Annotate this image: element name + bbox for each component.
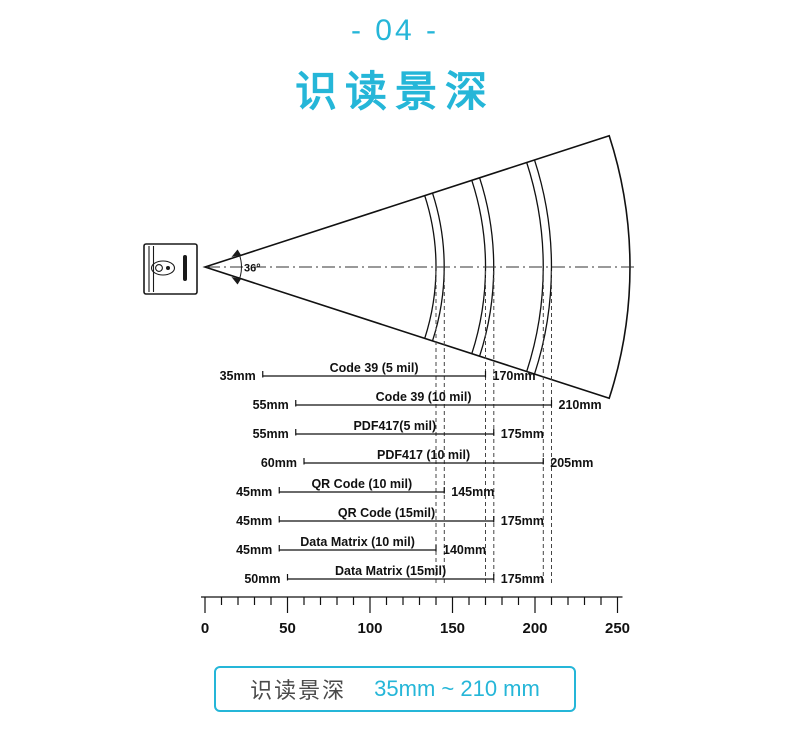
dof-row: 45mm 175mm QR Code (15mil) [236, 506, 544, 528]
focus-arc [526, 162, 544, 372]
dof-summary-box: 识读景深 35mm ~ 210 mm [214, 666, 576, 712]
near-distance-label: 45mm [236, 543, 272, 557]
beam-angle-label: 36° [244, 263, 261, 275]
symbology-label: QR Code (10 mil) [311, 477, 412, 491]
ruler-tick-label: 250 [605, 620, 630, 637]
dof-row: 35mm 170mm Code 39 (5 mil) [220, 361, 536, 383]
dof-row: 50mm 175mm Data Matrix (15mil) [244, 564, 543, 586]
symbology-label: Code 39 (5 mil) [330, 361, 419, 375]
page-title: 识读景深 [294, 68, 495, 115]
beam-angle-arrow-down-icon [231, 277, 241, 285]
near-distance-label: 50mm [244, 572, 280, 586]
symbology-label: Code 39 (10 mil) [376, 390, 472, 404]
focus-arc [424, 195, 437, 339]
symbology-label: PDF417(5 mil) [353, 419, 436, 433]
near-distance-label: 60mm [261, 456, 297, 470]
scanner-slot [183, 255, 187, 281]
ruler: 0 50 100 150 200 250 [201, 596, 630, 637]
symbology-label: QR Code (15mil) [338, 506, 435, 520]
far-distance-label: 175mm [501, 427, 544, 441]
ruler-tick-label: 150 [440, 620, 465, 637]
far-distance-label: 210mm [559, 398, 602, 412]
distance-guide-lines [435, 271, 552, 585]
summary-label: 识读景深 [250, 678, 347, 703]
near-distance-label: 55mm [253, 398, 289, 412]
beam-angle-annotation: 36° [231, 249, 261, 285]
focus-arc [533, 159, 553, 375]
far-distance-label: 140mm [443, 543, 486, 557]
ruler-tick-label: 200 [522, 620, 547, 637]
far-distance-label: 145mm [451, 485, 494, 499]
dof-row: 45mm 145mm QR Code (10 mil) [236, 477, 494, 499]
dof-row: 45mm 140mm Data Matrix (10 mil) [236, 535, 486, 557]
ruler-tick-label: 0 [201, 620, 209, 637]
near-distance-label: 45mm [236, 485, 272, 499]
far-distance-label: 170mm [493, 369, 536, 383]
ruler-tick-label: 100 [357, 620, 382, 637]
scanner-lens-icon [155, 264, 163, 272]
ruler-tick-label: 50 [279, 620, 296, 637]
dof-rows: 35mm 170mm Code 39 (5 mil) 55mm 210mm Code 39… [220, 361, 602, 586]
symbology-label: PDF417 (10 mil) [377, 448, 470, 462]
summary-range-value: 35mm ~ 210 mm [374, 676, 540, 701]
scanner-led-icon [166, 266, 170, 270]
dof-row: 55mm 175mm PDF417(5 mil) [253, 419, 544, 441]
far-distance-label: 175mm [501, 572, 544, 586]
symbology-label: Data Matrix (15mil) [335, 564, 446, 578]
near-distance-label: 55mm [253, 427, 289, 441]
near-distance-label: 45mm [236, 514, 272, 528]
section-number: - 04 - [350, 14, 440, 47]
dof-row: 55mm 210mm Code 39 (10 mil) [253, 390, 602, 412]
far-distance-label: 175mm [501, 514, 544, 528]
far-distance-label: 205mm [550, 456, 593, 470]
near-distance-label: 35mm [220, 369, 256, 383]
symbology-label: Data Matrix (10 mil) [300, 535, 415, 549]
beam-angle-arrow-up-icon [231, 249, 241, 257]
dof-row: 60mm 205mm PDF417 (10 mil) [261, 448, 593, 470]
scanner-window [150, 260, 176, 276]
scanner-device [143, 243, 198, 295]
